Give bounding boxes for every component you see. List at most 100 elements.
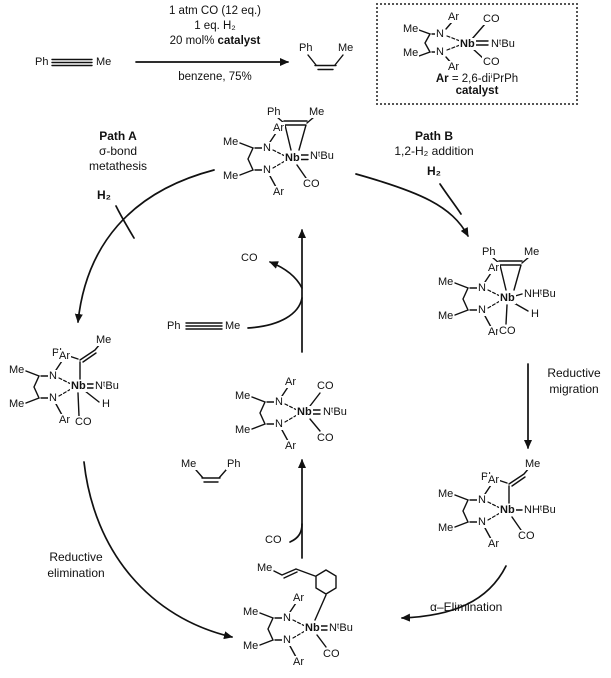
catalyst-structure: Me Me N N Ar Ar Nb CO NᵗBu CO (402, 11, 572, 73)
me-label: Me (308, 106, 326, 118)
reductive-elimination-1: Reductive (49, 550, 103, 564)
me-label: Me (402, 47, 420, 59)
ar-label: Ar (487, 538, 500, 550)
ar-label: Ar (292, 656, 305, 668)
catalyst-box: Me Me N N Ar Ar Nb CO NᵗBu CO Ar = 2,6-d… (376, 3, 578, 105)
complex-bonds (251, 386, 321, 442)
n-label: N (48, 392, 58, 404)
co-ligand: CO (498, 325, 517, 337)
co-ligand: CO (74, 416, 93, 428)
n-label: N (282, 634, 292, 646)
ar-label: Ar (58, 414, 71, 426)
co-release-arrow (269, 261, 303, 289)
co-in-merge (289, 523, 303, 543)
ar-label: Ar (487, 326, 500, 338)
released-alkene-me: Me (180, 458, 198, 470)
n-label: N (262, 142, 272, 154)
ar-label: Ar (487, 262, 500, 274)
reductive-migration-2: migration (549, 382, 599, 396)
condition-line-3-prefix: 20 mol% (169, 35, 218, 47)
complex-vinyl-amide: Me Ph Me Me N N Ar Ar Nb NHᵗBu CO (437, 458, 587, 570)
h2-label-b: H₂ (427, 164, 441, 178)
me-label: Me (437, 488, 455, 500)
ntbu-ligand: NᵗBu (322, 406, 348, 418)
nb-label: Nb (70, 380, 87, 392)
co-released-label: CO (240, 252, 259, 264)
co-ligand: CO (482, 13, 501, 25)
cycle-alkyne-bond (185, 322, 223, 330)
ar-label: Ar (284, 440, 297, 452)
path-b-sub: 1,2-H₂ addition (394, 144, 474, 158)
ph-label: Ph (266, 106, 282, 118)
co-ligand: CO (316, 432, 335, 444)
co-ligand: CO (322, 648, 341, 660)
n-label: N (477, 282, 487, 294)
path-b-arrow (355, 173, 469, 237)
complex-bonds (239, 116, 315, 188)
co-added-label: CO (264, 534, 283, 546)
nb-label: Nb (284, 152, 301, 164)
condition-line-1: 1 atm CO (12 eq.) (168, 5, 262, 17)
reductive-elimination-2: elimination (47, 566, 105, 580)
hydride-ligand: H (101, 398, 111, 410)
released-alkene-bond (195, 469, 227, 483)
condition-line-3: 20 mol% catalyst (138, 34, 292, 48)
complex-dicarbonyl: Me Me N N Ar Ar Nb CO NᵗBu CO (234, 360, 384, 470)
alpha-elimination-label: α–Elimination (430, 600, 503, 614)
me-label: Me (95, 334, 113, 346)
condition-below-arrow: benzene, 75% (178, 71, 252, 83)
cycle-alkyne-ph: Ph (166, 320, 182, 332)
complex-bonds (259, 568, 337, 658)
ntbu-ligand: NᵗBu (328, 622, 354, 634)
me-label: Me (437, 522, 455, 534)
nb-label: Nb (459, 38, 476, 50)
me-label: Me (242, 640, 260, 652)
ar-label: Ar (447, 61, 460, 73)
me-label: Me (402, 23, 420, 35)
product-ph-label: Ph (298, 42, 314, 54)
path-a-label: Path A (99, 129, 137, 143)
me-label: Me (8, 398, 26, 410)
n-label: N (477, 304, 487, 316)
n-label: N (477, 494, 487, 506)
me-label: Me (222, 136, 240, 148)
nb-label: Nb (499, 504, 516, 516)
reactant-ph-label: Ph (34, 56, 50, 68)
ar-definition: Ar = 2,6-diⁱPrPh (378, 71, 576, 85)
me-label: Me (256, 562, 274, 574)
catalyst-caption: catalyst (455, 85, 499, 97)
complex-styrenyl: Me Me Me N N Ar Ar Nb NᵗBu CO (242, 562, 402, 678)
ar-label: Ar (487, 474, 500, 486)
me-label: Me (234, 424, 252, 436)
n-label: N (477, 516, 487, 528)
n-label: N (274, 418, 284, 430)
complex-bonds (454, 256, 530, 328)
path-b-label: Path B (414, 129, 453, 143)
nb-label: Nb (304, 622, 321, 634)
complex-bonds (454, 467, 530, 540)
n-label: N (274, 396, 284, 408)
co-ligand: CO (302, 178, 321, 190)
hydride-ligand: H (530, 308, 540, 320)
me-label: Me (234, 390, 252, 402)
co-ligand: CO (316, 380, 335, 392)
ntbu-ligand: NᵗBu (94, 380, 120, 392)
condition-line-2: 1 eq. H₂ (194, 20, 236, 32)
complex-alkyne-adduct: Ph Me Me Me N N Ar Ar Nb NᵗBu CO (222, 106, 372, 218)
nb-label: Nb (499, 292, 516, 304)
me-label: Me (242, 606, 260, 618)
n-label: N (48, 370, 58, 382)
n-label: N (282, 612, 292, 624)
co-ligand: CO (482, 56, 501, 68)
ar-label: Ar (272, 122, 285, 134)
complex-vinyl-hydride: Me Ph Me Me N N Ar Ar Nb NᵗBu H CO (8, 334, 158, 446)
me-label: Me (437, 276, 455, 288)
me-label: Me (437, 310, 455, 322)
h2-merge-a (115, 205, 135, 239)
ntbu-ligand: NᵗBu (309, 150, 335, 162)
n-label: N (435, 28, 445, 40)
ar-definition-bold: Ar (435, 73, 449, 85)
ar-label: Ar (447, 11, 460, 23)
